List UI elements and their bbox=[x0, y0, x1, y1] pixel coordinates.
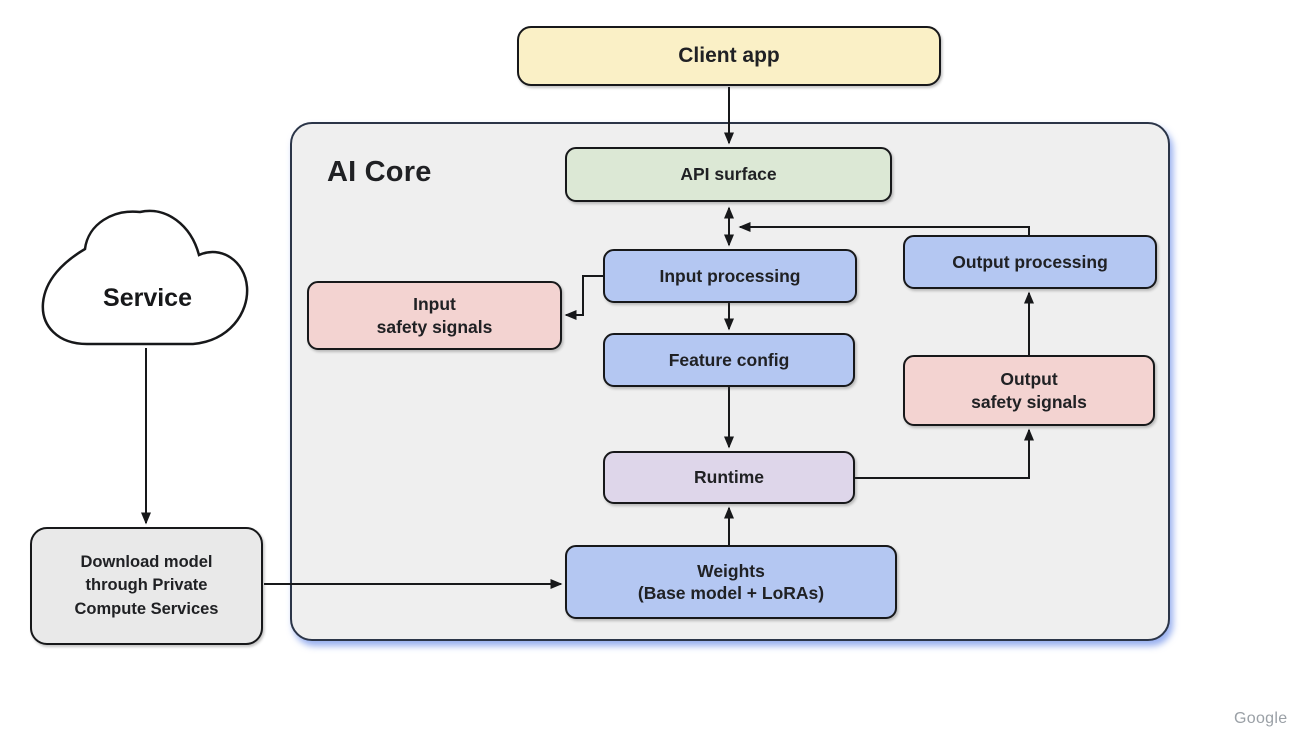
google-wordmark: Google bbox=[1234, 710, 1288, 727]
node-weights-line1: Weights bbox=[697, 560, 765, 581]
node-api-surface-label: API surface bbox=[680, 164, 777, 185]
node-download-model: Download model through Private Compute S… bbox=[30, 527, 263, 645]
node-output-safety-signals-line2: safety signals bbox=[971, 391, 1087, 412]
node-output-processing-label: Output processing bbox=[952, 251, 1108, 272]
node-download-model-line2: through Private bbox=[85, 576, 208, 595]
service-cloud-label: Service bbox=[103, 284, 192, 312]
node-input-safety-signals-line2: safety signals bbox=[376, 316, 493, 337]
node-input-safety-signals: Input safety signals bbox=[307, 281, 562, 350]
node-runtime-label: Runtime bbox=[694, 467, 764, 488]
node-feature-config-label: Feature config bbox=[668, 349, 790, 370]
node-runtime: Runtime bbox=[603, 451, 855, 504]
node-weights: Weights (Base model + LoRAs) bbox=[565, 545, 897, 619]
node-download-model-line1: Download model bbox=[80, 553, 213, 572]
node-client-app: Client app bbox=[517, 26, 941, 86]
node-client-app-label: Client app bbox=[678, 43, 780, 67]
node-download-model-line3: Compute Services bbox=[74, 599, 219, 618]
service-cloud-shape bbox=[41, 209, 249, 346]
node-output-safety-signals: Output safety signals bbox=[903, 355, 1155, 426]
ai-core-container-label: AI Core bbox=[327, 156, 432, 188]
node-weights-line2: (Base model + LoRAs) bbox=[637, 583, 825, 603]
node-api-surface: API surface bbox=[565, 147, 892, 202]
node-input-processing-label: Input processing bbox=[659, 265, 801, 286]
node-input-processing: Input processing bbox=[603, 249, 857, 303]
node-input-safety-signals-line1: Input bbox=[413, 294, 456, 315]
cloud-outline bbox=[41, 209, 249, 346]
node-feature-config: Feature config bbox=[603, 333, 855, 387]
node-output-processing: Output processing bbox=[903, 235, 1157, 289]
node-output-safety-signals-line1: Output bbox=[1000, 369, 1058, 390]
